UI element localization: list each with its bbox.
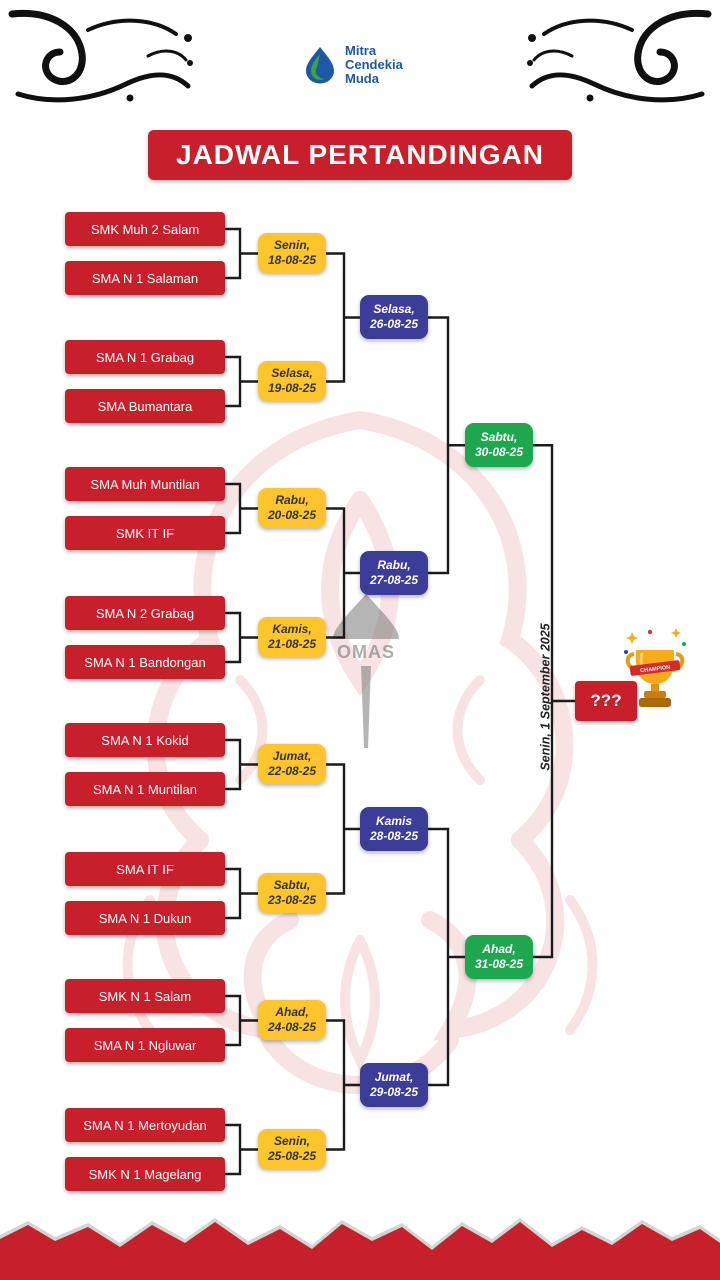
match-date: 21-08-25 [267, 637, 317, 651]
trophy-icon: CHAMPION [624, 628, 686, 707]
final-winner-box: ??? [575, 681, 637, 721]
match-date: 25-08-25 [267, 1149, 317, 1163]
match-date: 18-08-25 [267, 253, 317, 267]
team-box: SMK N 1 Salam [65, 979, 225, 1013]
match-date-box: Kamis, 21-08-25 [258, 617, 326, 657]
match-date: 23-08-25 [267, 893, 317, 907]
match-day: Senin, [273, 1134, 310, 1148]
match-date-box: Jumat, 22-08-25 [258, 744, 326, 784]
semifinal-date-box: Sabtu, 30-08-25 [465, 423, 533, 467]
match-day: Jumat, [374, 1070, 414, 1084]
trophy-ribbon-text: CHAMPION [640, 665, 670, 675]
blade-shape [361, 666, 371, 748]
match-day: Jumat, [272, 749, 312, 763]
match-date-box: Selasa, 19-08-25 [258, 361, 326, 401]
team-box: SMA Bumantara [65, 389, 225, 423]
team-box: SMK Muh 2 Salam [65, 212, 225, 246]
match-date: 22-08-25 [267, 764, 317, 778]
match-date-box: Sabtu, 23-08-25 [258, 873, 326, 913]
team-box: SMA Muh Muntilan [65, 467, 225, 501]
team-box: SMA N 1 Muntilan [65, 772, 225, 806]
team-box: SMA N 2 Grabag [65, 596, 225, 630]
final-date-vertical: Senin, 1 September 2025 [538, 623, 553, 771]
team-box: SMK N 1 Magelang [65, 1157, 225, 1191]
match-day: Kamis [375, 814, 413, 828]
match-day: Ahad, [482, 942, 516, 956]
match-date: 31-08-25 [474, 957, 524, 971]
page-title: JADWAL PERTANDINGAN [148, 130, 572, 180]
match-date-box: Senin, 25-08-25 [258, 1129, 326, 1169]
match-date: 27-08-25 [369, 573, 419, 587]
match-date: 29-08-25 [369, 1085, 419, 1099]
match-day: Selasa, [271, 366, 313, 380]
match-date-box: Ahad, 24-08-25 [258, 1000, 326, 1040]
team-box: SMA N 1 Ngluwar [65, 1028, 225, 1062]
quarterfinal-date-box: Jumat, 29-08-25 [360, 1063, 428, 1107]
team-box: SMA N 1 Bandongan [65, 645, 225, 679]
quarterfinal-date-box: Rabu, 27-08-25 [360, 551, 428, 595]
quarterfinal-date-box: Selasa, 26-08-25 [360, 295, 428, 339]
match-day: Sabtu, [273, 878, 311, 892]
semifinal-date-box: Ahad, 31-08-25 [465, 935, 533, 979]
logo-line-2: Cendekia [345, 57, 403, 72]
match-date: 30-08-25 [474, 445, 524, 459]
match-date: 20-08-25 [267, 508, 317, 522]
dome-shape [333, 594, 399, 639]
corner-flourish-right [527, 9, 712, 103]
logo-icon [306, 47, 334, 84]
match-day: Sabtu, [480, 430, 518, 444]
emblem-watermark-text: OMAS [337, 642, 395, 662]
torn-paper-edge [0, 1218, 720, 1280]
match-day: Kamis, [272, 622, 312, 636]
match-date: 19-08-25 [267, 381, 317, 395]
match-day: Rabu, [377, 558, 411, 572]
corner-flourish-left [8, 9, 193, 103]
match-date: 24-08-25 [267, 1020, 317, 1034]
match-date: 28-08-25 [369, 829, 419, 843]
match-day: Selasa, [373, 302, 415, 316]
match-date: 26-08-25 [369, 317, 419, 331]
team-box: SMA IT IF [65, 852, 225, 886]
team-box: SMA N 1 Grabag [65, 340, 225, 374]
quarterfinal-date-box: Kamis 28-08-25 [360, 807, 428, 851]
logo-text: Mitra Cendekia Muda [345, 44, 403, 86]
team-box: SMA N 1 Kokid [65, 723, 225, 757]
match-day: Rabu, [275, 493, 309, 507]
team-box: SMK IT IF [65, 516, 225, 550]
team-box: SMA N 1 Dukun [65, 901, 225, 935]
match-day: Ahad, [275, 1005, 309, 1019]
logo: Mitra Cendekia Muda [303, 44, 403, 86]
logo-line-1: Mitra [345, 43, 377, 58]
team-box: SMA N 1 Mertoyudan [65, 1108, 225, 1142]
match-day: Senin, [273, 238, 310, 252]
logo-line-3: Muda [345, 71, 379, 86]
match-date-box: Senin, 18-08-25 [258, 233, 326, 273]
emblem-watermark: OMAS [333, 594, 399, 748]
match-date-box: Rabu, 20-08-25 [258, 488, 326, 528]
team-box: SMA N 1 Salaman [65, 261, 225, 295]
